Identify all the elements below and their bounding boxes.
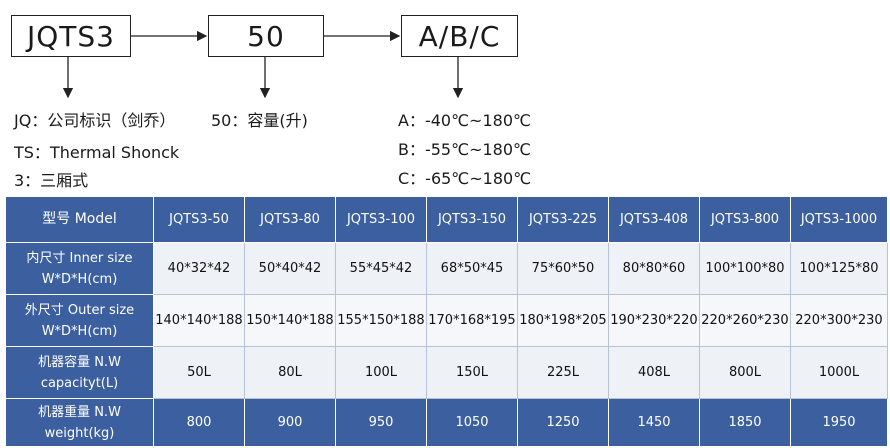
table-cell: 100*100*80 <box>699 242 791 295</box>
model-header: JQTS3-50 <box>153 196 245 243</box>
table-row: 外尺寸 Outer size W*D*H(cm) 140*140*188 150… <box>5 294 888 347</box>
model-header: JQTS3-800 <box>699 196 791 243</box>
spec-table: 型号 Model JQTS3-50 JQTS3-80 JQTS3-100 JQT… <box>5 196 888 447</box>
table-cell: 150L <box>426 346 518 399</box>
table-cell: 220*300*230 <box>790 294 888 347</box>
row-label-line1: 机器重量 N.W <box>38 404 121 420</box>
table-cell: 50*40*42 <box>244 242 336 295</box>
table-cell: 800 <box>153 398 245 447</box>
table-row: 机器容量 N.W capacityt(L) 50L 80L 100L 150L … <box>5 346 888 399</box>
table-cell: 80*80*60 <box>608 242 700 295</box>
table-cell: 68*50*45 <box>426 242 518 295</box>
table-cell: 80L <box>244 346 336 399</box>
row-label: 外尺寸 Outer size W*D*H(cm) <box>5 294 154 347</box>
legend-jq: JQ：公司标识（剑乔） <box>14 111 176 130</box>
row-label-line2: W*D*H(cm) <box>41 271 118 287</box>
model-header: JQTS3-80 <box>244 196 336 243</box>
table-cell: 1000L <box>790 346 888 399</box>
table-cell: 140*140*188 <box>153 294 245 347</box>
temp-code-box: A/B/C <box>401 15 518 57</box>
table-cell: 155*150*188 <box>335 294 427 347</box>
legend-three: 3：三厢式 <box>14 171 89 190</box>
legend-a: A：-40℃~180℃ <box>398 111 531 130</box>
model-header: JQTS3-408 <box>608 196 700 243</box>
table-cell: 190*230*220 <box>608 294 700 347</box>
row-label-line1: 机器容量 N.W <box>38 354 121 370</box>
capacity-code-box: 50 <box>208 15 324 57</box>
table-row: 内尺寸 Inner size W*D*H(cm) 40*32*42 50*40*… <box>5 242 888 295</box>
row-label-line1: 外尺寸 Outer size <box>24 302 135 318</box>
row-label-line2: capacityt(L) <box>40 375 119 391</box>
flow-arrows <box>62 30 464 99</box>
table-cell: 220*260*230 <box>699 294 791 347</box>
table-cell: 1050 <box>426 398 518 447</box>
row-label: 内尺寸 Inner size W*D*H(cm) <box>5 242 154 295</box>
header-label: 型号 Model <box>5 196 154 243</box>
model-header: JQTS3-100 <box>335 196 427 243</box>
table-cell: 55*45*42 <box>335 242 427 295</box>
model-header: JQTS3-1000 <box>790 196 888 243</box>
table-cell: 408L <box>608 346 700 399</box>
table-cell: 170*168*195 <box>426 294 518 347</box>
table-cell: 40*32*42 <box>153 242 245 295</box>
table-row: 机器重量 N.W weight(kg) 800 900 950 1050 125… <box>5 398 888 447</box>
row-label-line2: W*D*H(cm) <box>41 323 118 339</box>
model-code-box: JQTS3 <box>11 15 131 57</box>
legend-fifty: 50：容量(升) <box>211 111 308 130</box>
table-cell: 225L <box>517 346 609 399</box>
row-label: 机器重量 N.W weight(kg) <box>5 398 154 447</box>
table-cell: 900 <box>244 398 336 447</box>
table-cell: 50L <box>153 346 245 399</box>
table-cell: 100*125*80 <box>790 242 888 295</box>
row-label: 机器容量 N.W capacityt(L) <box>5 346 154 399</box>
model-code-text: JQTS3 <box>27 19 115 53</box>
capacity-code-text: 50 <box>247 19 285 53</box>
model-header: JQTS3-225 <box>517 196 609 243</box>
table-cell: 950 <box>335 398 427 447</box>
table-cell: 1850 <box>699 398 791 447</box>
legend-ts: TS：Thermal Shonck <box>14 143 180 162</box>
header-row: 型号 Model JQTS3-50 JQTS3-80 JQTS3-100 JQT… <box>5 196 888 243</box>
table-cell: 150*140*188 <box>244 294 336 347</box>
table-cell: 800L <box>699 346 791 399</box>
table-cell: 1450 <box>608 398 700 447</box>
row-label-line1: 内尺寸 Inner size <box>26 250 133 266</box>
model-header: JQTS3-150 <box>426 196 518 243</box>
row-label-line2: weight(kg) <box>44 425 115 441</box>
legend-c: C：-65℃~180℃ <box>398 169 532 188</box>
table-cell: 75*60*50 <box>517 242 609 295</box>
temp-code-text: A/B/C <box>418 19 501 53</box>
table-cell: 180*198*205 <box>517 294 609 347</box>
table-cell: 1950 <box>790 398 888 447</box>
legend-b: B：-55℃~180℃ <box>398 140 531 159</box>
table-cell: 1250 <box>517 398 609 447</box>
table-cell: 100L <box>335 346 427 399</box>
